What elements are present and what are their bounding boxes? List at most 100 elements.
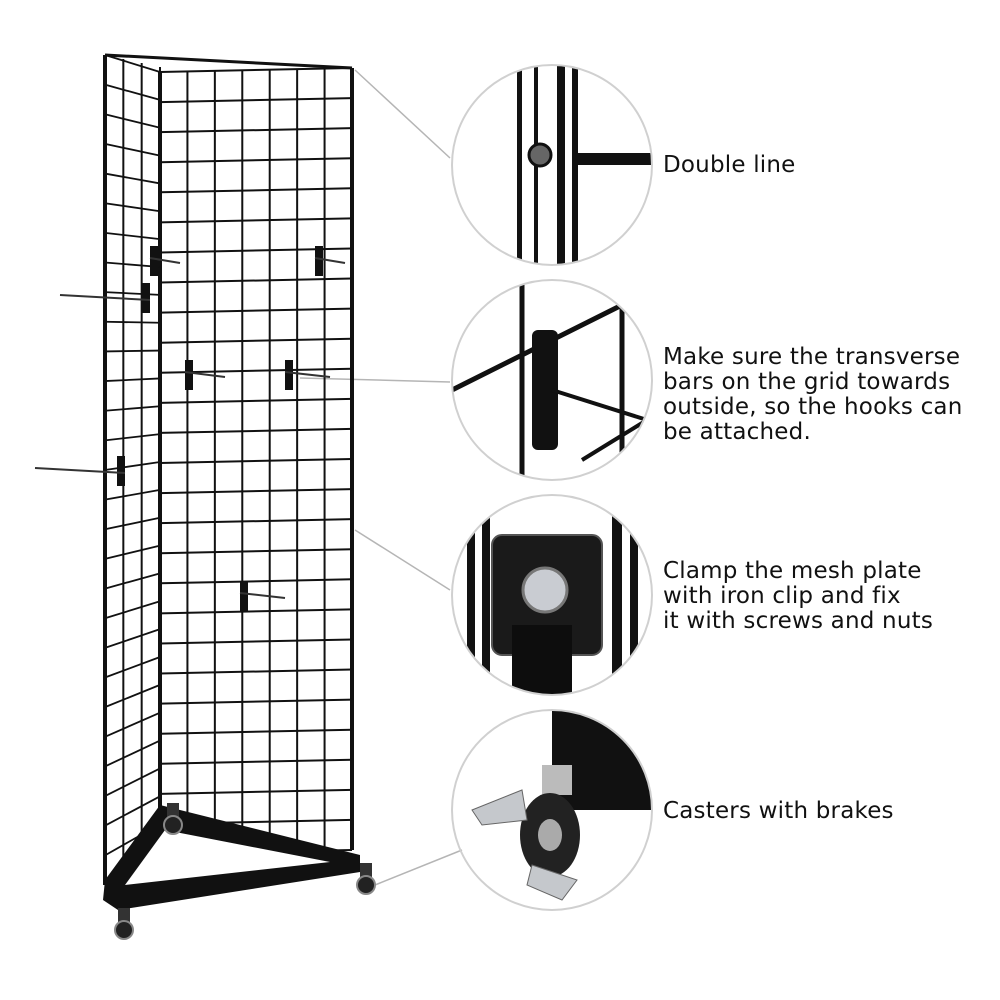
side-wire-horizontal: [104, 172, 161, 185]
side-wire-horizontal: [104, 320, 161, 324]
side-wire-horizontal: [104, 83, 161, 101]
side-wire-horizontal: [104, 628, 161, 649]
leader-line: [299, 377, 451, 383]
side-wire-horizontal: [104, 231, 161, 241]
side-wire-horizontal: [104, 684, 161, 708]
side-wire-horizontal: [104, 405, 161, 412]
detail-circle-border: [451, 494, 653, 696]
caster-mount: [118, 908, 130, 922]
callout-line: be attached.: [663, 419, 811, 445]
side-wire-horizontal: [104, 433, 161, 442]
side-wire-horizontal: [104, 572, 161, 590]
brake-lever: [526, 864, 578, 901]
callout-line: Make sure the transverse: [663, 344, 961, 370]
caster-wheel: [163, 815, 183, 835]
grid-wire-horizontal: [159, 668, 353, 675]
hook-bracket: [150, 246, 158, 276]
side-wire-horizontal: [104, 488, 161, 501]
side-wire-horizontal: [104, 656, 161, 679]
hook-rod: [59, 294, 151, 301]
leader-line: [354, 529, 451, 591]
hook-rod: [314, 257, 346, 264]
double-line-detail: [451, 64, 653, 266]
iron-clip-detail: [451, 494, 653, 696]
side-wire-horizontal: [104, 795, 161, 827]
grid-wire-horizontal: [159, 518, 353, 525]
grid-wire-horizontal: [159, 578, 353, 585]
callout-line: with iron clip and fix: [663, 583, 901, 609]
grid-wire-horizontal: [159, 638, 353, 645]
side-wire-horizontal: [104, 739, 161, 768]
leader-line: [354, 69, 451, 159]
frame-tube: [482, 495, 490, 695]
hook-bracket: [285, 360, 293, 390]
side-wire-horizontal: [104, 516, 161, 531]
hook-rod: [239, 592, 286, 599]
grid-wire-horizontal: [159, 427, 353, 434]
detail-circle-border: [451, 64, 653, 266]
hook-bracket: [240, 581, 248, 611]
grid-wire-horizontal: [159, 127, 353, 134]
caster-swivel: [542, 765, 572, 795]
hook-rod: [284, 371, 331, 378]
side-wire-horizontal: [104, 349, 161, 353]
callout-line: outside, so the hooks can: [663, 394, 963, 420]
callout-iron-clip: Clamp the mesh plate with iron clip and …: [663, 559, 933, 634]
base-opening: [125, 830, 330, 885]
side-wire-horizontal: [104, 143, 161, 157]
grid-wire-horizontal: [159, 397, 353, 404]
caster-mount: [167, 803, 179, 817]
grid-wire-horizontal: [159, 458, 353, 464]
detail-circle-border: [451, 279, 653, 481]
hook-rod: [551, 388, 652, 462]
callout-casters: Casters with brakes: [663, 799, 894, 824]
frame-tube: [612, 495, 622, 695]
hook-attachment-detail: [451, 279, 653, 481]
grid-wire-horizontal: [159, 548, 353, 555]
side-wire-horizontal: [104, 202, 161, 213]
side-wire-horizontal: [104, 461, 161, 471]
screw: [527, 142, 553, 168]
grid-wire-horizontal: [159, 187, 353, 194]
side-wire-horizontal: [104, 113, 161, 129]
hook-bracket: [142, 283, 150, 313]
bolt-head: [521, 566, 569, 614]
frame-tube: [572, 65, 578, 265]
hook-bracket: [532, 330, 558, 450]
side-wire-horizontal: [104, 711, 161, 738]
grid-wire-horizontal: [159, 307, 353, 314]
post: [512, 625, 572, 695]
grid-wire-horizontal: [159, 97, 353, 104]
side-wire-horizontal: [104, 600, 161, 620]
grid-wire-horizontal: [159, 488, 353, 495]
callout-line: Double line: [663, 152, 796, 178]
grid-wire-horizontal: [159, 698, 353, 705]
callout-double-line: Double line: [663, 153, 796, 178]
frame-tube: [517, 65, 522, 265]
grid-wire-horizontal: [159, 337, 353, 344]
brake-pedal: [471, 789, 528, 826]
frame-tube: [467, 495, 475, 695]
grid-wire-horizontal: [159, 788, 353, 795]
grid-wire-horizontal: [159, 277, 353, 284]
leader-line: [374, 849, 463, 886]
detail-circle-border: [451, 709, 653, 911]
grid-wire-horizontal: [159, 67, 353, 73]
caster-wheel: [356, 875, 376, 895]
hook-rod: [149, 257, 181, 264]
caster-wheel: [114, 920, 134, 940]
cross-bar: [577, 153, 652, 165]
hook-rod: [184, 371, 226, 378]
callout-line: bars on the grid towards: [663, 369, 951, 395]
side-wire-horizontal: [104, 544, 161, 560]
frame-tube: [630, 495, 638, 695]
caster-brake-detail: [451, 709, 653, 911]
callout-transverse-bars: Make sure the transverse bars on the gri…: [663, 345, 963, 445]
wheel-hub: [538, 819, 562, 851]
hook-bracket: [185, 360, 193, 390]
grid-wire-horizontal: [159, 247, 353, 254]
hook-bracket: [315, 246, 323, 276]
callout-line: it with screws and nuts: [663, 608, 933, 634]
